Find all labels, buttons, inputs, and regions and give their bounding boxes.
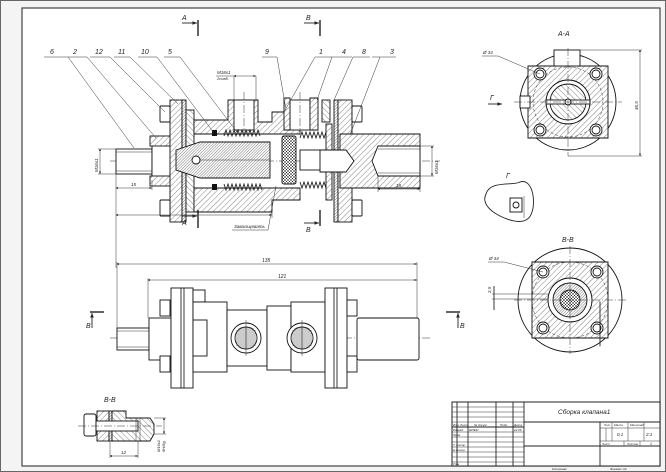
- dim-inner: 121: [278, 274, 287, 280]
- tb-date: 22.06: [513, 428, 522, 432]
- ext-left-stub: [116, 327, 150, 351]
- tb-header-sign: Подп.: [500, 423, 508, 427]
- tb-mass: 0,1: [617, 432, 624, 437]
- tb-scale-label: Масштаб: [630, 423, 644, 427]
- tb-header-izm: Изм.: [453, 423, 460, 427]
- tb-scale: 2:1: [645, 432, 653, 437]
- g-arrow-label: Г: [490, 95, 495, 102]
- ext-right-flange: [324, 287, 348, 389]
- callout-12: 12: [95, 49, 103, 56]
- thread-top-subnote: 2сов8.: [216, 76, 229, 81]
- callout-9: 9: [265, 49, 269, 56]
- cut-a-top: А: [181, 15, 187, 22]
- callout-2: 2: [72, 49, 77, 56]
- callout-6: 6: [50, 49, 54, 56]
- tb-row-ncontrol: Н.контр.: [453, 448, 466, 452]
- tb-mass-label: Масса: [614, 423, 623, 427]
- dim-left-len: 15: [131, 182, 137, 187]
- weld-note: Завальцевать: [234, 224, 265, 229]
- spring-right: [299, 130, 329, 190]
- cut-b-bottom: В: [306, 227, 311, 234]
- dim-right-thread: М16х1: [434, 160, 439, 174]
- part-6-fitting: [115, 148, 153, 175]
- tb-developer-name: ШЛЕМ: [469, 428, 479, 432]
- bb-offset: 2,5: [487, 286, 492, 294]
- section-bb: В-В Ø 34 2,5: [487, 237, 626, 354]
- small-thread: М16х1: [156, 440, 161, 452]
- thread-top-note: М18х1: [217, 70, 231, 75]
- aa-dia: Ø 34: [482, 50, 493, 55]
- callout-11: 11: [118, 49, 125, 56]
- dim-overall: 135: [262, 258, 271, 264]
- callout-4: 4: [342, 49, 346, 56]
- cut-plane-markers: А А В В: [181, 15, 321, 234]
- callout-1: 1: [319, 49, 323, 56]
- tb-header-list: Лист: [459, 423, 468, 427]
- tb-row-approved: Утв.: [453, 462, 460, 466]
- cut-b-right: В: [460, 323, 465, 330]
- tb-format: Формат А3: [610, 467, 627, 471]
- tb-header-date: Дата: [513, 423, 522, 427]
- tb-copied: Копировал: [552, 467, 567, 471]
- cut-a-bottom: А: [181, 220, 187, 227]
- small-thread-sub: 6Н/6g: [161, 441, 166, 452]
- tb-sheets-label: Листов: [626, 442, 638, 446]
- dim-right-len: 18: [396, 183, 402, 188]
- callout-5: 5: [168, 49, 172, 56]
- tb-row-developer: Разраб.: [453, 428, 464, 432]
- title-block-name: Сборка клапана1: [558, 408, 611, 416]
- aa-height: 46,5: [634, 101, 639, 110]
- view-g-label: Г: [506, 173, 511, 180]
- part-callouts: 6 2 12 11 10 5 9 1 4 8 3: [50, 49, 394, 56]
- callout-10: 10: [141, 49, 149, 56]
- section-bb-label: В-В: [562, 237, 574, 244]
- view-g: Г: [484, 173, 534, 222]
- tb-row-checked: Пров.: [453, 433, 461, 437]
- cut-b-top: В: [306, 15, 311, 22]
- callout-3: 3: [390, 49, 394, 56]
- part-9-seal: [281, 135, 297, 185]
- section-bb-small: В-В М16х1 6Н/6g 12: [78, 397, 166, 458]
- tb-sheet-label: Лист: [601, 442, 610, 446]
- tb-header-doc: № докум.: [474, 423, 487, 427]
- ext-left-flange: [170, 287, 194, 389]
- cut-b-left: В: [86, 323, 91, 330]
- main-section-view: [110, 92, 440, 223]
- tb-lit-label: Лит.: [603, 423, 611, 427]
- callout-8: 8: [362, 49, 366, 56]
- small-bb-label: В-В: [104, 397, 116, 404]
- spring-left: [223, 128, 263, 192]
- title-block: Сборка клапана1 Изм. Лист № докум. Подп.…: [451, 301, 661, 471]
- callout-leaders: [44, 56, 396, 149]
- section-aa: А-А Ø 34 46,5 Г: [482, 31, 642, 157]
- tb-row-tcontrol: Т. контр.: [453, 443, 466, 447]
- tb-sheets: 1: [650, 442, 652, 446]
- exterior-view: 135 121 В В: [86, 258, 465, 389]
- ext-right-fitting: [356, 317, 420, 361]
- bb-dia: Ø 34: [488, 256, 499, 261]
- main-dimensions: М18х1 2сов8. М16х1 15 Завальцевать М16х1…: [94, 70, 439, 268]
- section-aa-label: А-А: [557, 31, 570, 38]
- small-len: 12: [121, 450, 127, 455]
- dim-left-thread: М16х1: [94, 158, 99, 172]
